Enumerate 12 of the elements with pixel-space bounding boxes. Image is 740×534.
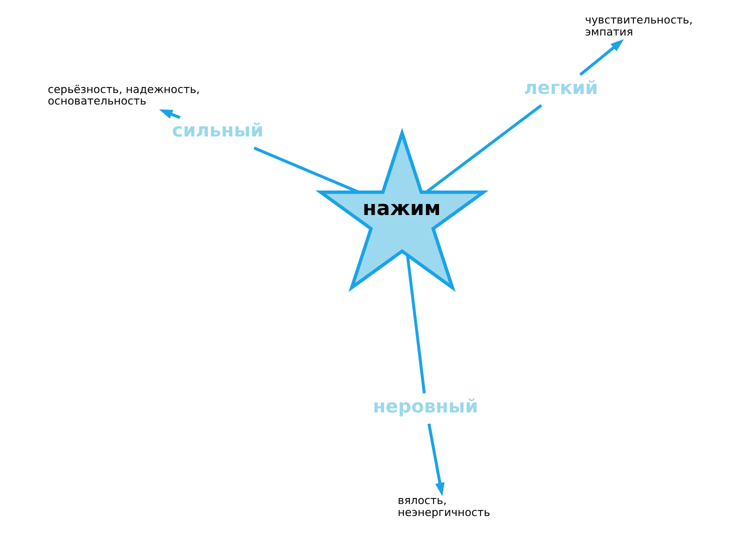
node-text: чувствительность, эмпатия bbox=[584, 14, 692, 38]
connector bbox=[406, 255, 426, 394]
arrow bbox=[578, 39, 624, 76]
connector bbox=[425, 104, 542, 194]
node-text: вялость, неэнергичность bbox=[397, 494, 490, 519]
arrow bbox=[427, 424, 444, 496]
node-text: неровный bbox=[372, 396, 478, 418]
node-text: легкий bbox=[524, 78, 598, 100]
node-text: серьёзность, надежность, основательность bbox=[47, 82, 200, 108]
connector bbox=[253, 146, 359, 194]
node-text: сильный bbox=[172, 120, 263, 142]
arrow bbox=[158, 109, 180, 119]
